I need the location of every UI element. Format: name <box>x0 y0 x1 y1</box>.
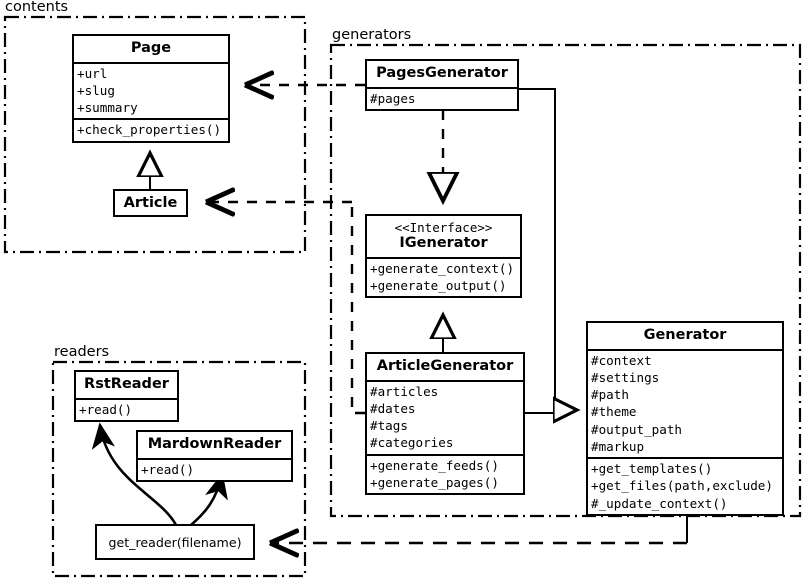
attribute-item: #tags <box>370 418 408 434</box>
attribute-item: #output_path <box>591 421 682 437</box>
operation-item: +read() <box>79 401 133 417</box>
class-title-igenerator: <<Interface>> IGenerator <box>367 216 520 257</box>
class-box-igenerator[interactable]: <<Interface>> IGenerator +generate_conte… <box>365 214 522 299</box>
class-name-igenerator: IGenerator <box>399 235 488 251</box>
class-attributes-pagesgenerator: #pages <box>367 86 517 109</box>
operation-item: +read() <box>141 461 195 477</box>
class-attributes-generator: #context #settings #path #theme #output_… <box>588 348 782 458</box>
operation-item: #_update_context() <box>591 495 728 511</box>
operation-item: +check_properties() <box>77 122 222 138</box>
class-title-mardownreader: MardownReader <box>147 436 282 452</box>
attribute-item: #pages <box>370 90 416 106</box>
class-title-page: Page <box>130 40 172 56</box>
attribute-item: +slug <box>77 82 115 98</box>
edge-articlegenerator-generalizes-generator <box>525 410 578 413</box>
class-stereotype-igenerator: <<Interface>> <box>394 220 493 235</box>
class-operations-mardownreader: +read() <box>138 457 291 480</box>
attribute-item: +url <box>77 65 108 81</box>
class-title-generator: Generator <box>643 327 727 343</box>
package-label-contents: contents <box>3 0 71 15</box>
package-label-generators: generators <box>330 27 414 43</box>
class-title-articlegenerator: ArticleGenerator <box>376 358 514 374</box>
attribute-item: #categories <box>370 435 454 451</box>
function-label-get-reader: get_reader(filename) <box>108 534 242 550</box>
function-box-get-reader[interactable]: get_reader(filename) <box>95 524 255 560</box>
edge-pagesgenerator-generalizes-generator <box>519 88 570 411</box>
class-title-pagesgenerator: PagesGenerator <box>376 65 508 81</box>
operation-item: +generate_output() <box>370 277 507 293</box>
operation-item: +generate_context() <box>370 260 515 276</box>
attribute-item: #context <box>591 352 652 368</box>
attribute-item: #path <box>591 387 629 403</box>
class-box-generator[interactable]: Generator #context #settings #path #them… <box>586 321 784 516</box>
attribute-item: #articles <box>370 383 439 399</box>
class-title-article: Article <box>123 194 178 211</box>
class-attributes-articlegenerator: #articles #dates #tags #categories <box>367 379 523 454</box>
class-box-article[interactable]: Article <box>113 189 188 217</box>
edge-getreader-creates-mardownreader <box>190 472 228 526</box>
operation-item: +generate_feeds() <box>370 457 499 473</box>
class-operations-articlegenerator: +generate_feeds() +generate_pages() <box>367 453 523 494</box>
class-box-rstreader[interactable]: RstReader +read() <box>74 370 179 422</box>
operation-item: +generate_pages() <box>370 474 499 490</box>
attribute-item: #settings <box>591 369 660 385</box>
operation-item: +get_templates() <box>591 461 713 477</box>
class-box-articlegenerator[interactable]: ArticleGenerator #articles #dates #tags … <box>365 352 525 496</box>
class-operations-igenerator: +generate_context() +generate_output() <box>367 256 520 297</box>
attribute-item: #dates <box>370 400 416 416</box>
edge-articlegenerator-depends-article <box>206 202 365 415</box>
class-box-mardownreader[interactable]: MardownReader +read() <box>136 430 293 482</box>
attribute-item: #markup <box>591 438 645 454</box>
class-operations-page: +check_properties() <box>74 118 228 140</box>
class-title-rstreader: RstReader <box>84 376 169 392</box>
class-operations-generator: +get_templates() +get_files(path,exclude… <box>588 457 782 514</box>
operation-item: +get_files(path,exclude) <box>591 478 773 494</box>
package-label-readers: readers <box>52 344 112 360</box>
class-operations-rstreader: +read() <box>76 397 177 420</box>
attribute-item: +summary <box>77 100 138 116</box>
class-box-pagesgenerator[interactable]: PagesGenerator #pages <box>365 59 519 111</box>
attribute-item: #theme <box>591 404 637 420</box>
class-attributes-page: +url +slug +summary <box>74 61 228 119</box>
class-box-page[interactable]: Page +url +slug +summary +check_properti… <box>72 34 230 143</box>
